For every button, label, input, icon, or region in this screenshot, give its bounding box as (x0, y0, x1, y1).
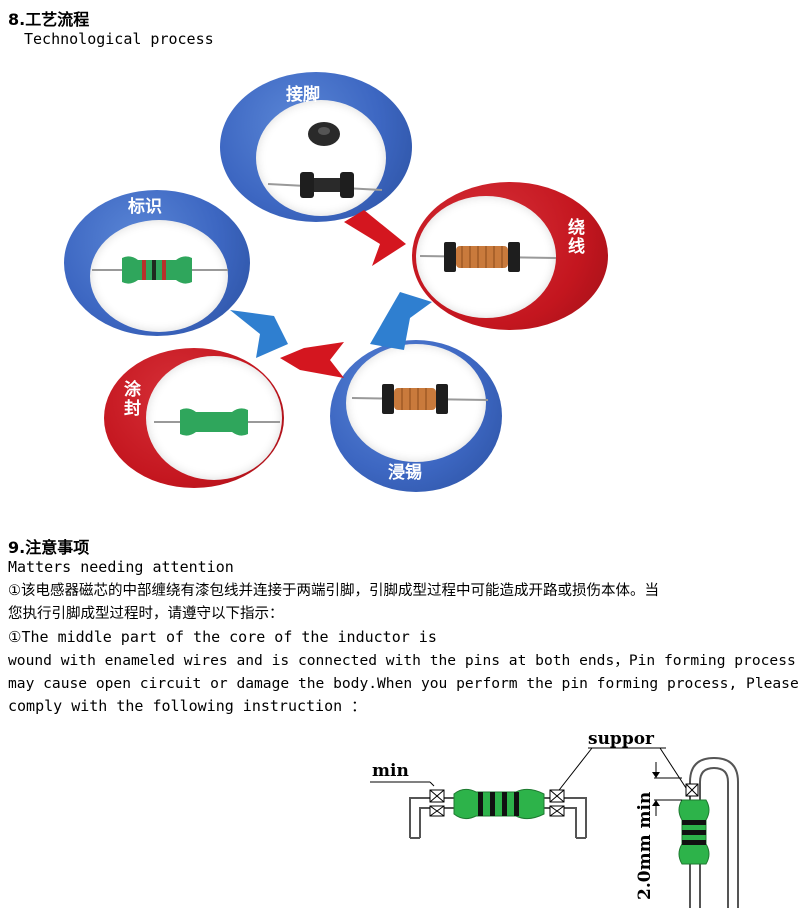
cn-instruction-line1: ①该电感器磁芯的中部缠绕有漆包线并连接于两端引脚，引脚成型过程中可能造成开路或损… (8, 583, 659, 599)
arrow-winding-to-tinning (370, 292, 432, 350)
section-8-title: 8.工艺流程 (8, 10, 90, 29)
arrow-tinning-to-coating (280, 342, 344, 378)
step-marking-circle: 标识 (64, 190, 250, 336)
en-instruction-line1: ①The middle part of the core of the indu… (8, 628, 437, 646)
step-pin-circle: 接脚 (220, 72, 412, 222)
section-9-title: 9.注意事项 (8, 538, 90, 557)
process-diagram: 接脚 绕线 浸锡 (0, 60, 800, 500)
step-tinning-circle: 浸锡 (330, 340, 502, 492)
dimension-label: 2.0mm min (635, 792, 655, 900)
step-coating-label: 涂封 (120, 380, 140, 418)
pin-forming-diagram: min suppor 2.0mm min (370, 729, 739, 908)
step-winding-circle: 绕线 (412, 182, 608, 330)
cn-instruction-line2: 您执行引脚成型过程时，请遵守以下指示： (8, 606, 284, 622)
pin-component-image (267, 122, 383, 198)
step-pin-label: 接脚 (286, 85, 320, 105)
arrow-coating-to-marking (230, 310, 288, 358)
en-instruction-line2: wound with enameled wires and is connect… (8, 652, 796, 669)
step-coating-circle: 涂封 (104, 348, 284, 488)
min-label: min (372, 761, 409, 781)
step-winding-label: 绕线 (564, 218, 584, 256)
step-tinning-label: 浸锡 (388, 463, 422, 483)
support-label: suppor (588, 729, 655, 749)
tinning-component-image (351, 384, 489, 414)
arrow-pin-to-winding (344, 210, 406, 266)
marking-component-image (92, 256, 228, 284)
coating-component-image (154, 408, 280, 436)
section-9-subtitle: Matters needing attention (8, 558, 234, 576)
section-8-subtitle: Technological process (24, 30, 214, 48)
en-instruction-line3: may cause open circuit or damage the bod… (8, 675, 799, 692)
step-marking-label: 标识 (128, 197, 162, 217)
winding-component-image (419, 242, 557, 272)
en-instruction-line4: comply with the following instruction ： (8, 697, 367, 715)
